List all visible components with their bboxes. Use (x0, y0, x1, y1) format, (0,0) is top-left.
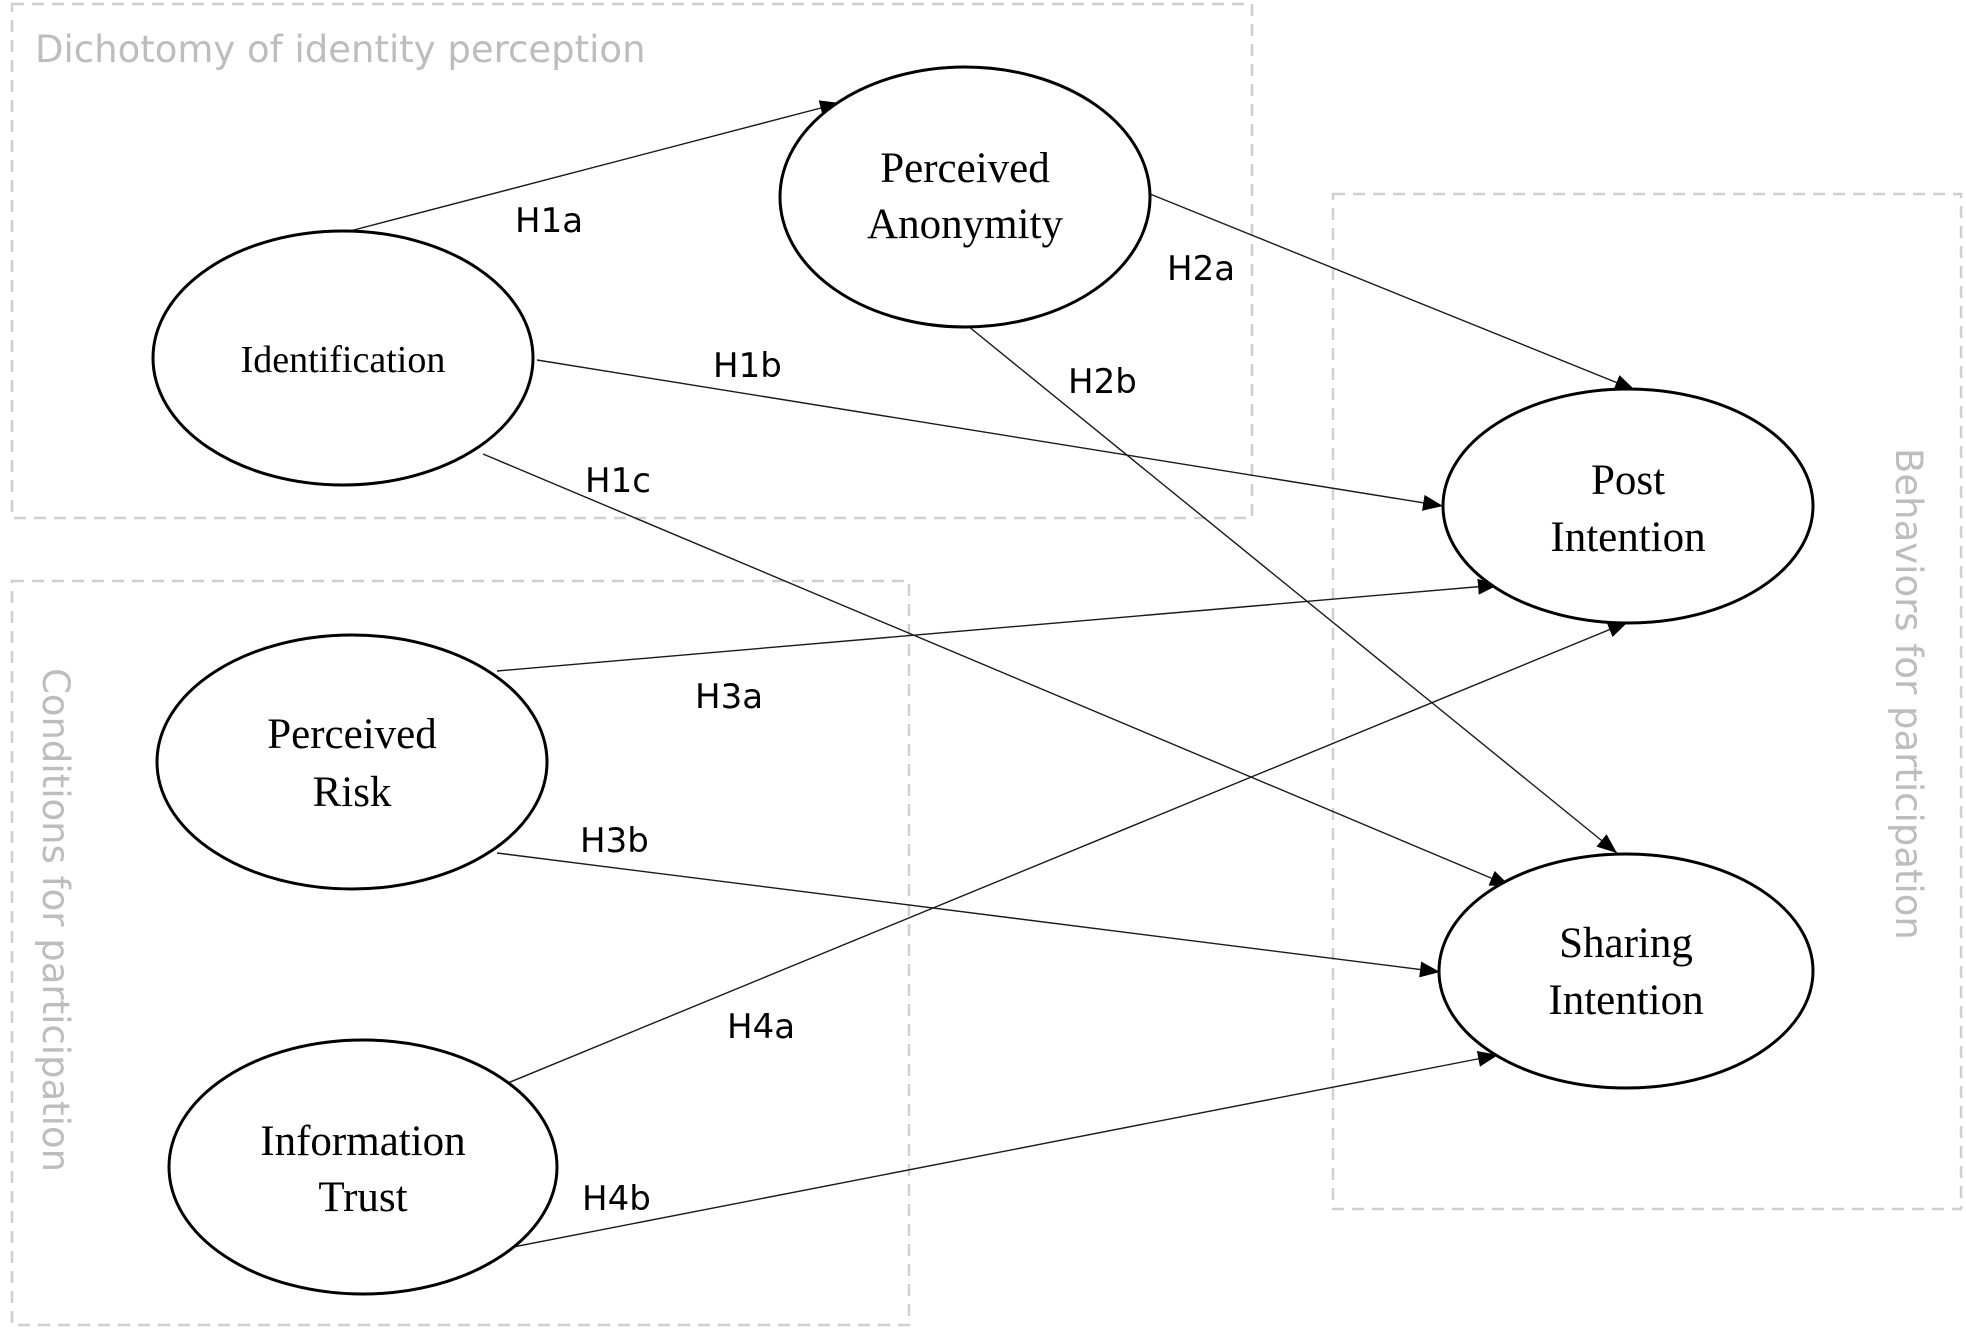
conditions-group-label: Conditions for participation (34, 668, 77, 1172)
label-h1c: H1c (585, 461, 651, 501)
label-h3b: H3b (580, 821, 649, 861)
node-trust-line2: Trust (318, 1174, 407, 1221)
node-post-intention: Post Intention (1441, 387, 1815, 625)
node-trust-line1: Information (260, 1118, 465, 1165)
label-h4b: H4b (582, 1179, 651, 1219)
node-post-line2: Intention (1550, 514, 1705, 561)
behaviors-group-label: Behaviors for participation (1887, 448, 1930, 940)
label-h2b: H2b (1068, 362, 1137, 402)
node-identification: Identification (151, 229, 535, 487)
identity-group-label: Dichotomy of identity perception (35, 28, 646, 71)
node-identification-label: Identification (241, 339, 446, 381)
edge-h2b (967, 325, 1618, 854)
node-post-line1: Post (1591, 457, 1665, 504)
identity-group-box (10, 2, 1254, 520)
node-perceived-risk: Perceived Risk (155, 633, 549, 891)
label-h2a: H2a (1167, 249, 1235, 289)
edge-h3a (496, 578, 1499, 672)
label-h1a: H1a (515, 201, 583, 241)
edge-h3b (496, 852, 1441, 978)
node-sharing-intention: Sharing Intention (1437, 852, 1815, 1090)
conditions-group-box (10, 579, 911, 1327)
label-h1b: H1b (713, 346, 782, 386)
edge-h4b (502, 1050, 1499, 1250)
edge-h1b (536, 359, 1444, 511)
edge-h1a (349, 100, 841, 232)
node-sharing-line1: Sharing (1559, 920, 1693, 967)
edge-h1c (482, 453, 1511, 887)
node-risk-line1: Perceived (267, 711, 437, 758)
node-anonymity-line2: Anonymity (867, 201, 1063, 248)
label-h3a: H3a (695, 677, 763, 717)
node-perceived-anonymity: Perceived Anonymity (778, 65, 1152, 329)
edge-h2a (1149, 193, 1636, 391)
node-sharing-line2: Intention (1548, 977, 1703, 1024)
label-h4a: H4a (727, 1007, 795, 1047)
edge-h4a (502, 621, 1629, 1086)
edges-layer (349, 100, 1636, 1250)
node-information-trust: Information Trust (167, 1038, 559, 1296)
node-anonymity-line1: Perceived (880, 145, 1050, 192)
node-risk-line2: Risk (313, 769, 392, 816)
